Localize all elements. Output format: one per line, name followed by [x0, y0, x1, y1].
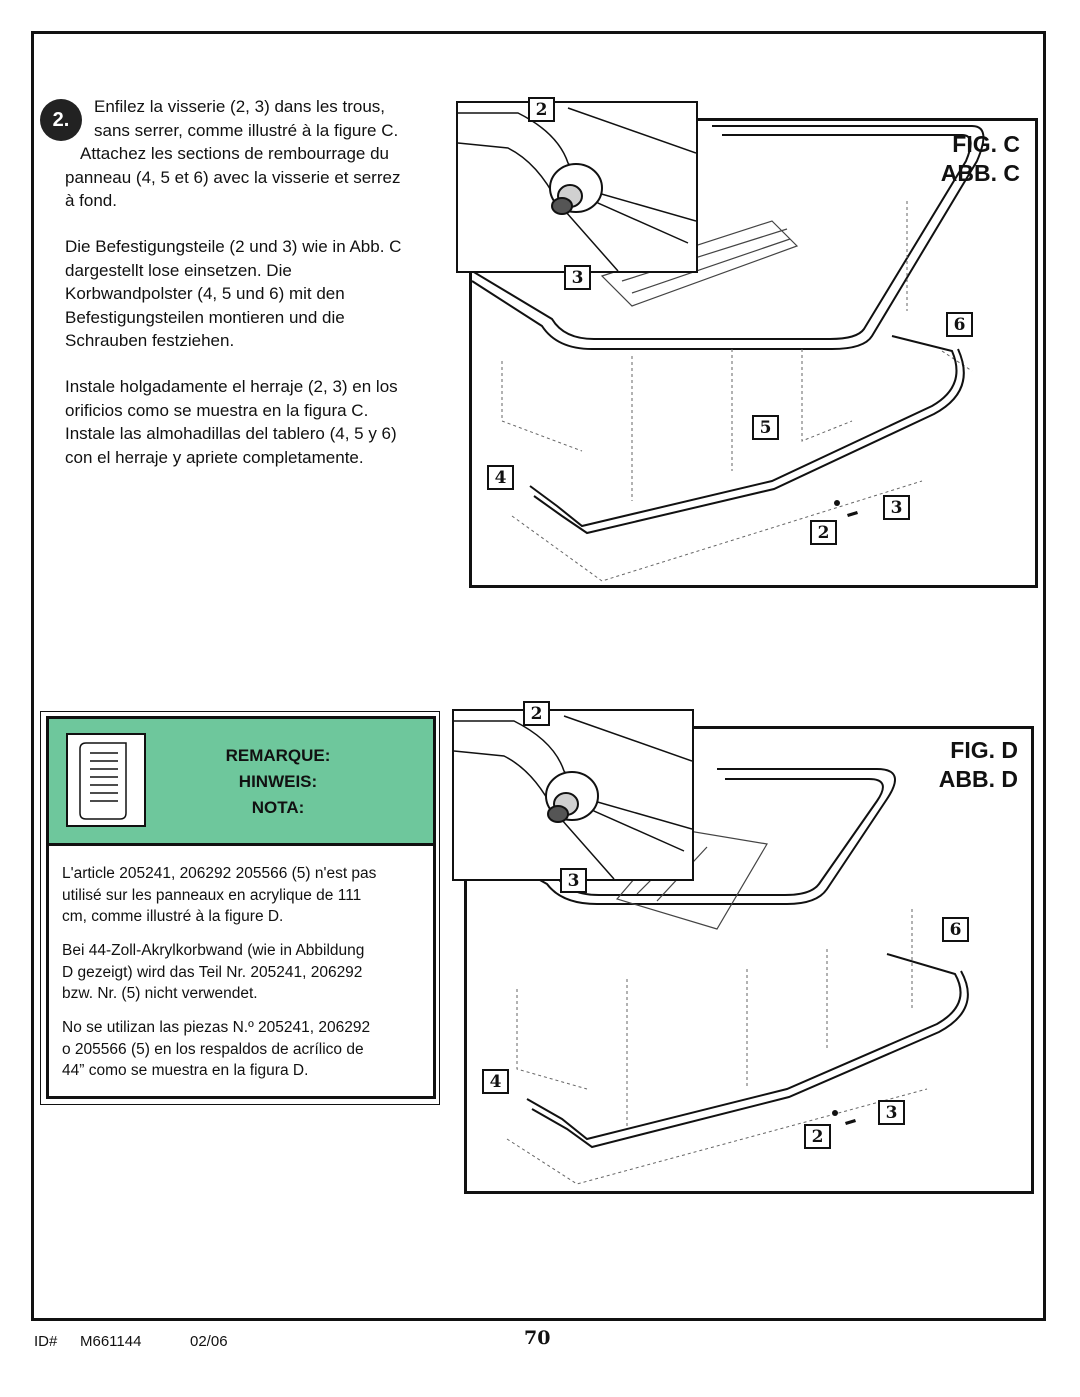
note-text-fr-2: utilisé sur les panneaux en acrylique de…: [62, 886, 362, 904]
note-box-outer: [40, 711, 440, 1105]
note-icon-frame: [66, 733, 146, 827]
figure-c-detail-inset: [456, 101, 698, 273]
callout-d-3-bottom: 3: [878, 1100, 905, 1125]
step-text-de-3: Korbwandpolster (4, 5 und 6) mit den: [65, 284, 345, 303]
note-text-fr-1: L'article 205241, 206292 205566 (5) n'es…: [62, 865, 377, 882]
note-box: [46, 716, 436, 1099]
callout-d-6: 6: [942, 917, 969, 942]
figure-d-label-de: ABB. D: [938, 766, 1018, 792]
callout-d-2-bottom: 2: [804, 1124, 831, 1149]
note-text-fr-3: cm, comme illustré à la figure D.: [62, 908, 284, 925]
callout-c-2-top: 2: [528, 97, 555, 122]
step-number-badge: 2.: [40, 99, 82, 141]
step-text-de-5: Schrauben festziehen.: [65, 331, 235, 350]
note-text-de-1: Bei 44-Zoll-Akrylkorbwand (wie in Abbild…: [62, 942, 365, 959]
note-text-es-1: No se utilizan las piezas N.º 205241, 20…: [62, 1019, 371, 1036]
footer-id-label: ID#: [34, 1333, 58, 1350]
step-text-fr-4: panneau (4, 5 et 6) avec la visserie et …: [65, 167, 401, 187]
note-text-es-2: o 205566 (5) en los respaldos de acrílic…: [62, 1040, 364, 1058]
callout-d-2-top: 2: [523, 701, 550, 726]
note-text-de-3: bzw. Nr. (5) nicht verwendet.: [62, 985, 258, 1002]
callout-c-2-bottom: 2: [810, 520, 837, 545]
callout-c-6: 6: [946, 312, 973, 337]
page-frame: [31, 31, 1046, 1321]
callout-c-4: 4: [487, 465, 514, 490]
step-text-fr-1: Enfilez la visserie (2, 3) dans les trou…: [94, 97, 386, 116]
note-title-es: NOTA:: [251, 798, 305, 817]
figure-d-detail-drawing: [454, 715, 692, 879]
callout-d-4: 4: [482, 1069, 509, 1094]
note-text-de-2: D gezeigt) wird das Teil Nr. 205241, 206…: [62, 963, 363, 981]
callout-c-3-bottom: 3: [883, 495, 910, 520]
callout-d-3-top: 3: [560, 868, 587, 893]
figure-c-detail-drawing: [458, 107, 696, 271]
figure-c-drawing: [472, 125, 985, 582]
step-text-fr-5: à fond.: [65, 191, 117, 210]
step-text-fr-2: sans serrer, comme illustré à la figure …: [94, 120, 399, 140]
note-title-fr: REMARQUE:: [225, 746, 331, 765]
note-title-de: HINWEIS:: [238, 772, 318, 791]
step-text-de-2: dargestellt lose einsetzen. Die: [65, 260, 292, 280]
step-text-es-1: Instale holgadamente el herraje (2, 3) e…: [65, 377, 398, 396]
footer-date: 02/06: [190, 1333, 228, 1350]
callout-c-5: 5: [752, 415, 779, 440]
note-scroll-icon: [79, 742, 127, 820]
figure-d-label: FIG. D: [950, 737, 1018, 763]
note-text-es-3: 44” como se muestra en la figura D.: [62, 1062, 309, 1079]
figure-c-label-de: ABB. C: [940, 160, 1020, 186]
step-text-de-4: Befestigungsteilen montieren und die: [65, 307, 345, 327]
step-text-es-3: Instale las almohadillas del tablero (4,…: [65, 424, 397, 443]
step-text-es-4: con el herraje y apriete completamente.: [65, 447, 364, 467]
step-text-fr-3: Attachez les sections de rembourrage du: [80, 144, 390, 163]
step-text-de-1: Die Befestigungsteile (2 und 3) wie in A…: [65, 237, 402, 256]
callout-c-3-top: 3: [564, 265, 591, 290]
figure-c-label: FIG. C: [952, 131, 1020, 157]
step-text-es-2: orificios como se muestra en la figura C…: [65, 400, 369, 420]
page-number: 70: [524, 1327, 551, 1349]
footer-id-value: M661144: [80, 1333, 142, 1350]
figure-d-detail-inset: [452, 709, 694, 881]
